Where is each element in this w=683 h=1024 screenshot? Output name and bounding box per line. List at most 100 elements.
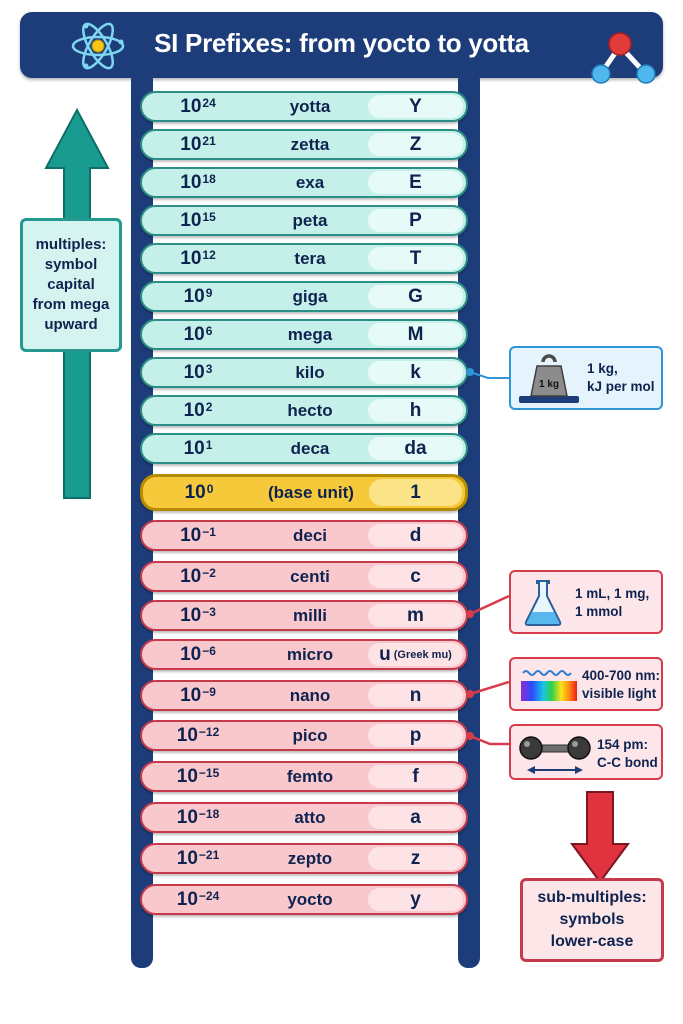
prefix-symbol: y [368, 888, 463, 911]
flask-icon [524, 580, 562, 626]
prefix-symbol: d [368, 524, 463, 547]
prefix-power: 10−1 [142, 522, 254, 549]
prefix-row-centi: 10−2 centi c [140, 561, 468, 592]
prefix-symbol: z [368, 847, 463, 870]
prefix-name: (base unit) [268, 482, 354, 502]
prefix-name: centi [290, 566, 330, 586]
power-exponent: −6 [202, 643, 216, 658]
prefix-symbol: n [368, 684, 463, 707]
power-base: 10 [176, 806, 198, 828]
prefix-symbol: h [368, 399, 463, 422]
symbol-text: G [408, 285, 423, 307]
symbol-text: y [410, 888, 421, 910]
prefix-name: femto [286, 766, 334, 786]
symbol-text: u [379, 643, 391, 665]
power-exponent: −12 [198, 724, 220, 739]
prefix-symbol: E [368, 171, 463, 194]
power-base: 10 [183, 437, 205, 459]
power-base: 10 [176, 888, 198, 910]
prefix-symbol: p [368, 724, 463, 747]
symbol-text: h [409, 399, 422, 421]
symbol-text: p [409, 724, 422, 746]
symbol-text: T [409, 247, 422, 269]
symbol-text: f [412, 765, 419, 787]
ladder-rail-right [458, 70, 480, 968]
symbol-text: Z [409, 133, 422, 155]
power-base: 10 [176, 724, 198, 746]
molecule-icon [591, 32, 656, 84]
prefix-name: nano [289, 685, 331, 705]
prefix-name: micro [286, 644, 334, 664]
power-exponent: 18 [202, 171, 216, 186]
power-exponent: 24 [202, 95, 216, 110]
symbol-text: c [410, 565, 421, 587]
prefix-power: 10−9 [142, 682, 254, 709]
power-base: 10 [180, 209, 202, 231]
prefix-power: 10−2 [142, 563, 254, 590]
prefix-name: tera [294, 248, 326, 268]
power-base: 10 [180, 604, 202, 626]
prefix-symbol: T [368, 247, 463, 270]
prefix-name: milli [292, 605, 327, 625]
ladder-rail-left [131, 70, 153, 968]
symbol-text: z [410, 847, 421, 869]
weight-icon: 1 kg [519, 354, 579, 403]
symbol-text: n [409, 684, 422, 706]
prefix-name: kilo [295, 362, 325, 382]
power-exponent: −9 [202, 684, 216, 699]
symbol-text: 1 [410, 481, 421, 503]
callout-kilo: 1 kg 1 kg, kJ per mol [509, 346, 663, 410]
power-exponent: 3 [205, 361, 213, 376]
arrow-down-icon [570, 791, 630, 884]
power-base: 10 [183, 361, 205, 383]
power-exponent: −3 [202, 604, 216, 619]
prefix-symbol: M [368, 323, 463, 346]
power-base: 10 [183, 323, 205, 345]
power-base: 10 [180, 247, 202, 269]
prefix-symbol: Y [368, 95, 463, 118]
prefix-symbol: f [368, 765, 463, 788]
power-base: 10 [180, 643, 202, 665]
power-exponent: 1 [205, 437, 213, 452]
symbol-text: d [409, 524, 422, 546]
prefix-symbol: 1 [369, 479, 462, 506]
power-exponent: 21 [202, 133, 216, 148]
prefix-name: deca [290, 438, 330, 458]
prefix-symbol: G [368, 285, 463, 308]
prefix-name: peta [292, 210, 328, 230]
power-base: 10 [180, 133, 202, 155]
prefix-symbol: c [368, 565, 463, 588]
power-exponent: 15 [202, 209, 216, 224]
symbol-text: da [404, 437, 427, 459]
prefix-power: 10−24 [142, 886, 254, 913]
power-base: 10 [176, 847, 198, 869]
prefix-power: 10−12 [142, 722, 254, 749]
title-banner: SI Prefixes: from yocto to yotta [20, 12, 663, 84]
prefix-symbol: Z [368, 133, 463, 156]
prefix-name: yocto [287, 889, 333, 909]
prefix-name: atto [294, 807, 326, 827]
submultiples-note: sub-multiples: symbols lower-case [520, 878, 664, 962]
prefix-symbol: da [368, 437, 463, 460]
atom-icon [71, 22, 125, 70]
bond-icon [519, 736, 591, 774]
prefix-power: 10−21 [142, 845, 254, 872]
symbol-text: M [407, 323, 424, 345]
prefix-name: mega [287, 324, 333, 344]
